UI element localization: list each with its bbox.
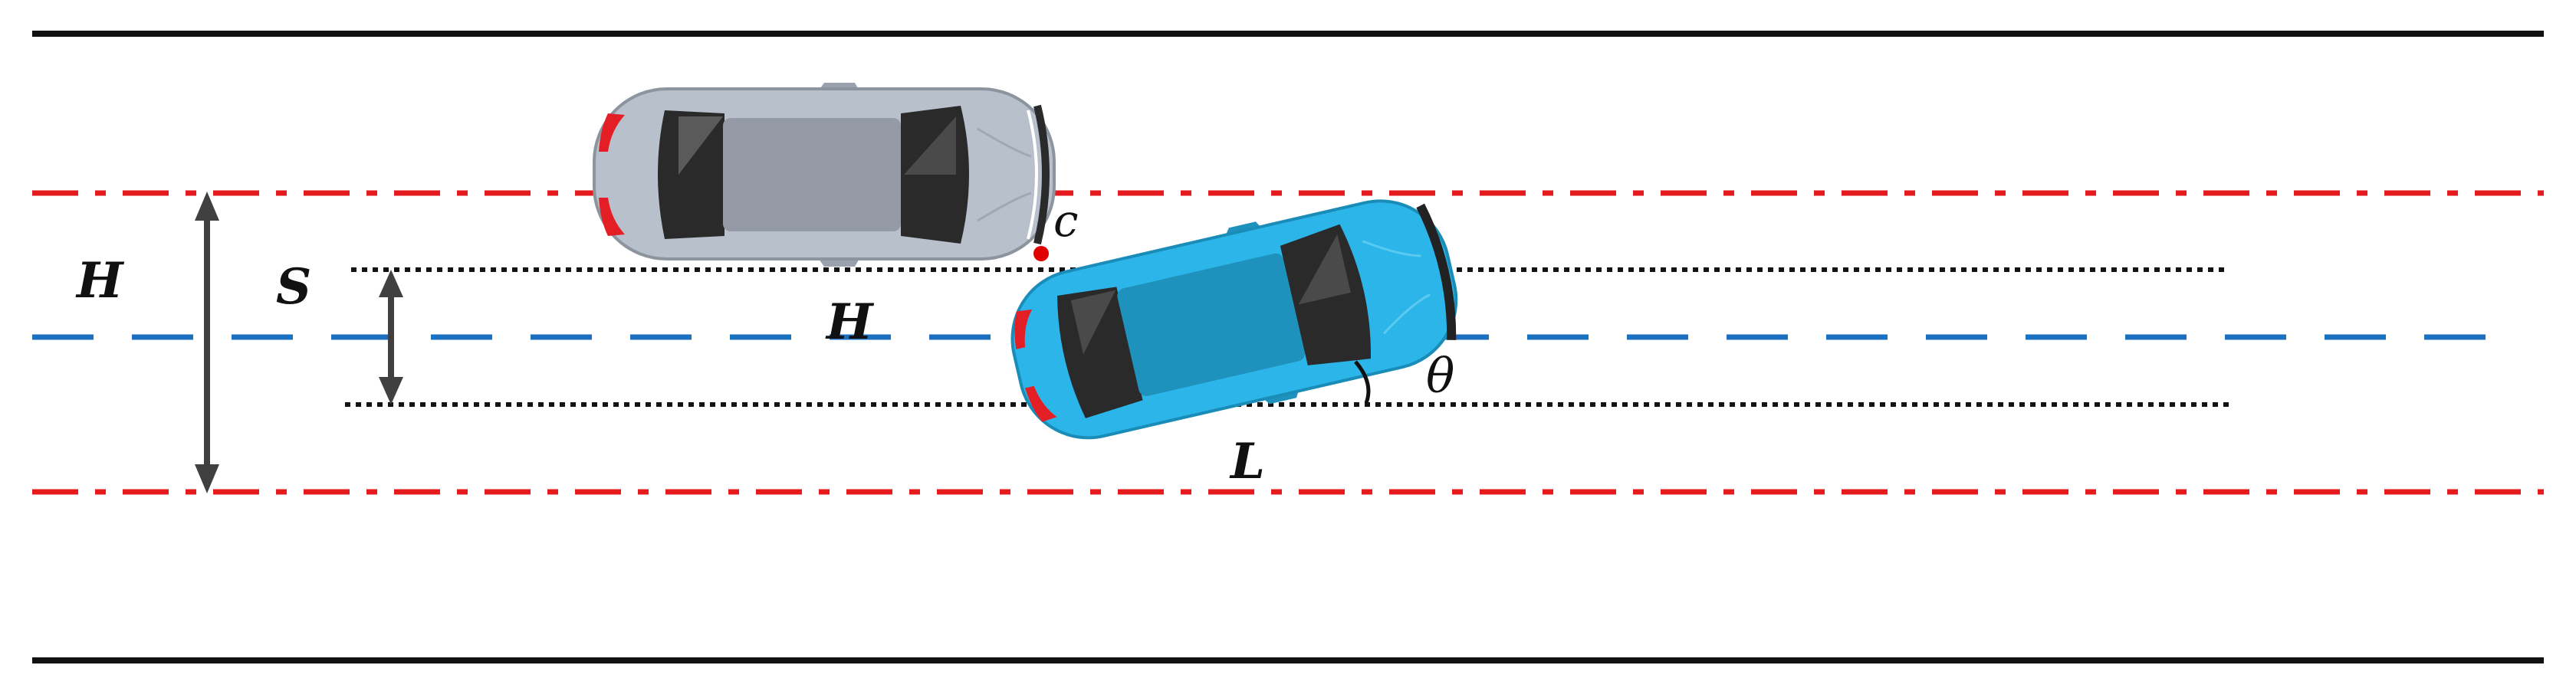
angle-label: θ — [1426, 348, 1454, 404]
grey-car — [593, 83, 1056, 267]
angle-arc — [1354, 360, 1371, 404]
sedan-top-view-icon — [1010, 199, 1458, 440]
car-length-label: L — [1229, 433, 1265, 490]
inner-gap-arrow — [379, 270, 403, 405]
contact-point-dot — [1033, 246, 1049, 261]
outer-width-arrow — [195, 192, 219, 493]
sedan-top-view-icon — [593, 83, 1056, 267]
contact-point-label: c — [1053, 195, 1078, 247]
inner-gap-label: S — [276, 258, 311, 316]
car-width-label: H — [825, 293, 875, 351]
outer-width-label: H — [75, 252, 125, 310]
blue-car — [1010, 199, 1458, 440]
